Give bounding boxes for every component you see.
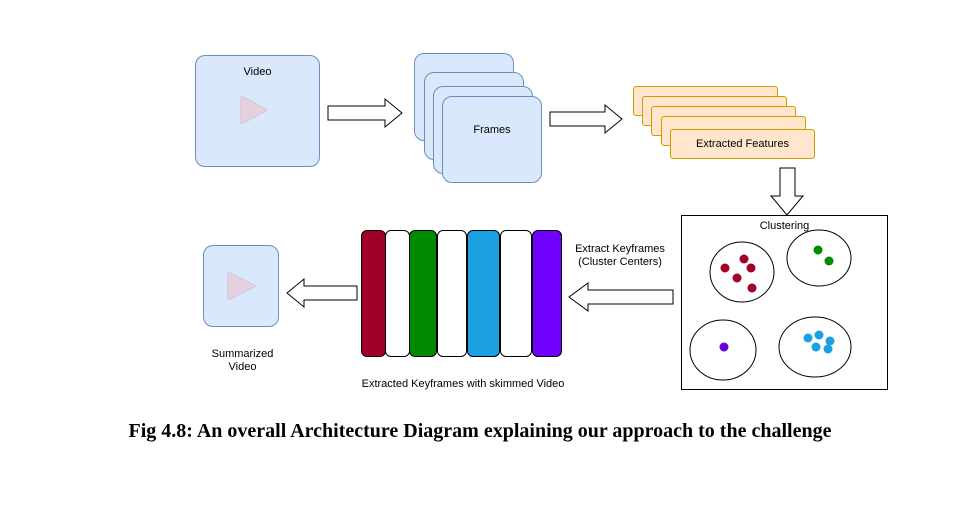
- keyframes-caption: Extracted Keyframes with skimmed Video: [361, 378, 565, 390]
- extract-keyframes-line2: (Cluster Centers): [578, 256, 662, 268]
- extract-keyframes-line1: Extract Keyframes: [575, 243, 665, 255]
- cluster-point: [803, 333, 813, 343]
- keyframe-strip: [385, 230, 410, 357]
- keyframe-strip: [532, 230, 562, 357]
- summarized-play-icon: [228, 272, 256, 300]
- arrow-frames-to-features: [549, 103, 623, 135]
- cluster-point: [814, 330, 824, 340]
- arrow-video-to-frames: [327, 97, 403, 129]
- cluster-point: [732, 273, 742, 283]
- cluster-point: [811, 342, 821, 352]
- cluster-point: [747, 283, 757, 293]
- keyframe-strip: [500, 230, 532, 357]
- arrow-features-to-clustering: [769, 167, 805, 216]
- cluster-point: [824, 256, 834, 266]
- play-icon: [241, 96, 267, 124]
- cluster-ellipse-red: [709, 241, 775, 303]
- clustering-label: Clustering: [759, 220, 810, 232]
- cluster-point: [813, 245, 823, 255]
- arrow-keyframes-to-summary: [286, 277, 358, 309]
- keyframe-strip: [437, 230, 467, 357]
- cluster-point: [746, 263, 756, 273]
- cluster-point: [719, 342, 729, 352]
- frame-card-front: [442, 96, 542, 183]
- summarized-label-line1: Summarized: [211, 348, 274, 360]
- summarized-label-line2: Video: [228, 361, 257, 373]
- cluster-point: [825, 336, 835, 346]
- features-label: Extracted Features: [696, 138, 789, 150]
- cluster-point: [823, 344, 833, 354]
- keyframe-strip: [467, 230, 500, 357]
- figure-caption: Fig 4.8: An overall Architecture Diagram…: [128, 420, 832, 442]
- cluster-point: [739, 254, 749, 264]
- video-label: Video: [243, 66, 272, 78]
- cluster-point: [720, 263, 730, 273]
- arrow-clustering-to-keyframes: [568, 282, 674, 312]
- keyframe-strip: [409, 230, 437, 357]
- feature-card-front: [670, 129, 815, 159]
- cluster-ellipse-green: [786, 229, 852, 287]
- frames-label: Frames: [473, 124, 511, 136]
